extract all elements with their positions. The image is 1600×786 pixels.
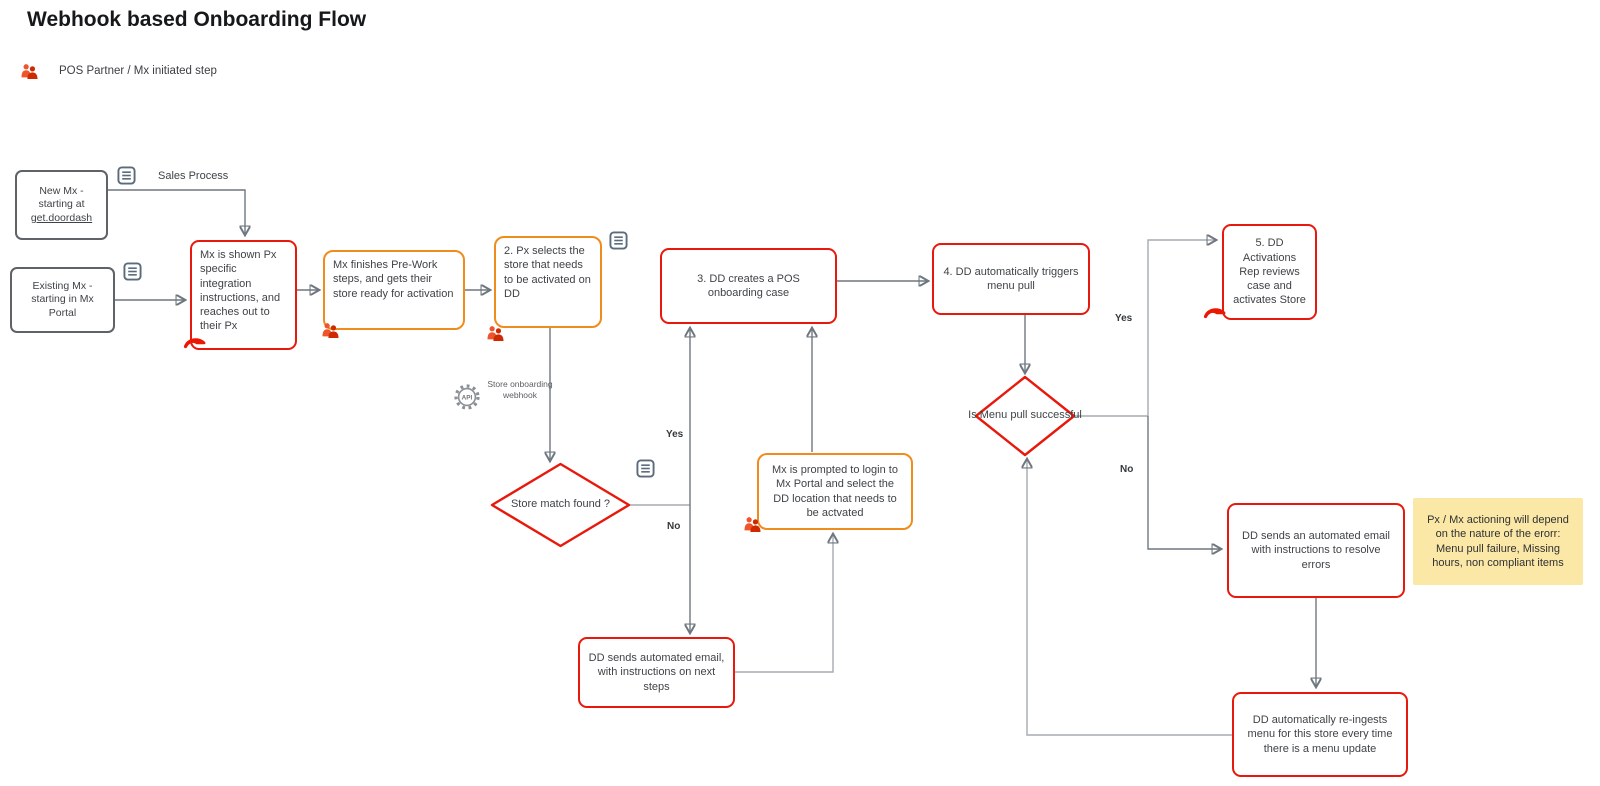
sticky-note: Px / Mx actioning will depend on the nat… bbox=[1413, 498, 1583, 585]
edge-sales-process bbox=[108, 189, 245, 234]
get-doordash-link[interactable]: get.doordash bbox=[30, 211, 93, 224]
doordash-logo bbox=[183, 338, 206, 349]
node-email-next-steps: DD sends automated email, with instructi… bbox=[578, 637, 735, 708]
people-icon bbox=[322, 323, 339, 338]
node-mx-prompted: Mx is prompted to login to Mx Portal and… bbox=[757, 453, 913, 530]
diamond-shape bbox=[976, 377, 1074, 455]
document-icon bbox=[636, 459, 655, 478]
document-icon bbox=[609, 231, 628, 250]
label-sales-process: Sales Process bbox=[158, 170, 229, 182]
document-icon bbox=[117, 166, 136, 185]
node-existing-mx: Existing Mx - starting in Mx Portal bbox=[10, 267, 115, 333]
node-px-selects: 2. Px selects the store that needs to be… bbox=[494, 236, 602, 328]
doordash-logo bbox=[1203, 308, 1226, 319]
node-new-mx-text: New Mx - starting at bbox=[38, 184, 85, 211]
node-pre-work: Mx finishes Pre-Work steps, and gets the… bbox=[323, 250, 465, 330]
label-store-match-yes: Yes bbox=[666, 429, 684, 440]
node-resolve-errors: DD sends an automated email with instruc… bbox=[1227, 503, 1405, 598]
node-menu-pull-decision: Is Menu pull successful bbox=[968, 377, 1082, 455]
document-icon bbox=[123, 262, 142, 281]
label-menu-pull-yes: Yes bbox=[1115, 313, 1133, 324]
node-store-match-decision: Store match found ? bbox=[492, 464, 629, 546]
api-icon-text: API bbox=[462, 394, 473, 401]
diamond-shape bbox=[492, 464, 629, 546]
label-menu-pull-no: No bbox=[1120, 464, 1134, 475]
edge-menu-yes bbox=[1147, 240, 1215, 416]
node-dd-creates-case: 3. DD creates a POS onboarding case bbox=[660, 248, 837, 324]
node-menu-pull: 4. DD automatically triggers menu pull bbox=[932, 243, 1090, 315]
node-dd-activations: 5. DD Activations Rep reviews case and a… bbox=[1222, 224, 1317, 320]
api-gear-icon: API bbox=[454, 384, 480, 410]
label-webhook: Store onboarding webhook bbox=[487, 379, 553, 401]
legend-label: POS Partner / Mx initiated step bbox=[59, 65, 217, 77]
node-new-mx: New Mx - starting at get.doordash bbox=[15, 170, 108, 240]
node-reingest: DD automatically re-ingests menu for thi… bbox=[1232, 692, 1408, 777]
people-icon bbox=[744, 517, 761, 532]
node-mx-shown: Mx is shown Px specific integration inst… bbox=[190, 240, 297, 350]
people-icon bbox=[487, 326, 504, 341]
legend: POS Partner / Mx initiated step bbox=[21, 63, 217, 79]
label-store-match-no: No bbox=[667, 521, 681, 532]
edge-email-to-prompted bbox=[735, 535, 833, 673]
edge-menu-no bbox=[1147, 416, 1220, 549]
page-title: Webhook based Onboarding Flow bbox=[27, 8, 367, 31]
edge-reingest-loop bbox=[1027, 460, 1232, 736]
people-icon bbox=[21, 64, 38, 79]
